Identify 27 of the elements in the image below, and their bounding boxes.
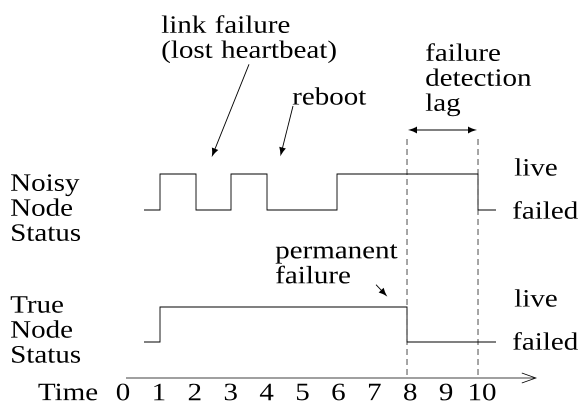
status-label: True Node Status [10,296,80,363]
tick-label: 0 [116,384,130,400]
annotation-text: failure detection lag [426,43,532,116]
status-label: failed [513,332,578,350]
tick-label: 9 [440,384,452,400]
annotation-text: permanent failure [276,244,398,284]
tick-label: 10 [470,384,496,400]
leader-arrow [212,64,250,156]
status-label: live [514,158,557,176]
tick-label: 3 [224,384,237,400]
leader-arrow [279,106,294,156]
true-status-waveform [144,306,496,342]
status-label: failed [513,201,578,219]
annotation-text: reboot [292,87,366,105]
tick-label: 1 [154,384,164,400]
tick-label: 4 [260,384,274,400]
tick-label: 8 [404,384,416,400]
tick-label: 2 [188,384,200,400]
tick-label: 7 [368,384,381,400]
noisy-status-waveform [144,174,496,210]
status-label: live [514,289,557,307]
tick-label: 5 [296,384,309,400]
tick-label: 6 [332,384,345,400]
leader-arrow [376,284,387,296]
annotation-text: link failure (lost heartbeat) [162,15,336,64]
status-label: Noisy Node Status [11,174,80,241]
axis-label: Time [38,384,98,400]
